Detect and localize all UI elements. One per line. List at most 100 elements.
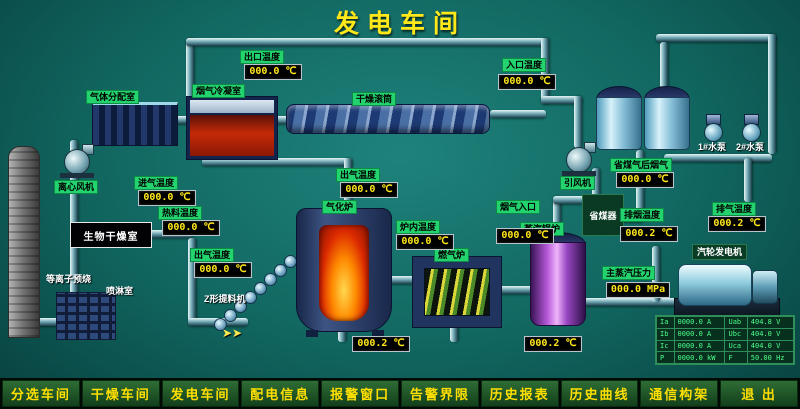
bio-drying-room-graphic: 生物干燥室 [70, 222, 152, 248]
pump-body [704, 123, 723, 142]
gen-cell: Uca [724, 339, 748, 353]
z-feeder-link [264, 273, 277, 286]
menu-button-history-curve[interactable]: 历史曲线 [560, 380, 639, 407]
outgas-left-label: 出气温度 [190, 248, 235, 262]
generator-data-table: Ia 0000.0 A Uab 404.8 V Ib 0000.0 A Ubc … [656, 316, 795, 364]
flue-gas-inlet-display: 000.0 ℃ [496, 228, 554, 244]
outgas-left-display: 000.0 ℃ [194, 262, 252, 278]
pipe-segment [186, 38, 194, 102]
menu-button-alarm-limits[interactable]: 告警界限 [400, 380, 479, 407]
menu-button-power-workshop[interactable]: 发电车间 [161, 380, 240, 407]
inlet-top-display: 000.0 ℃ [498, 74, 556, 90]
pipe-segment [174, 116, 190, 124]
z-feeder-link [224, 309, 237, 322]
gen-cell: 50.00 Hz [746, 351, 795, 364]
pipe-segment [450, 322, 458, 342]
menu-bar: 分选车间 干燥车间 发电车间 配电信息 报警窗口 告警界限 历史报表 历史曲线 … [0, 378, 800, 409]
steam-boiler-graphic [530, 242, 586, 326]
menu-button-comm-framework[interactable]: 通信构架 [640, 380, 719, 407]
pipe-segment [592, 168, 600, 198]
z-feeder-link [254, 282, 267, 295]
pump-2-icon [738, 114, 764, 142]
intake-temp-label: 进气温度 [134, 176, 179, 190]
gen-cell: 404.0 V [746, 339, 795, 353]
menu-button-power-distribution[interactable]: 配电信息 [241, 380, 320, 407]
menu-button-history-report[interactable]: 历史报表 [480, 380, 559, 407]
gen-cell: Ib [656, 327, 675, 341]
pipe-segment [490, 110, 546, 118]
pipe-segment [553, 196, 561, 240]
outlet-top-display: 000.0 ℃ [244, 64, 302, 80]
gas-furnace-flame-window [424, 268, 490, 316]
gas-distribution-label: 气体分配室 [86, 90, 140, 104]
pipe-segment [656, 34, 776, 42]
centrifugal-fan-icon [60, 144, 98, 178]
gen-cell: P [656, 351, 675, 364]
outlet-top-label: 出口温度 [240, 50, 285, 64]
main-steam-pressure-label: 主蒸汽压力 [602, 266, 656, 280]
flue-gas-outlet-display: 000.2 ℃ [620, 226, 678, 242]
water-tank-2-graphic [644, 97, 690, 150]
flue-gas-inlet-label: 烟气入口 [496, 200, 541, 214]
after-economizer-display: 000.0 ℃ [616, 172, 674, 188]
gen-cell: 0000.0 A [673, 339, 726, 353]
condenser-melt-graphic [190, 115, 274, 156]
chimney-graphic [8, 146, 40, 338]
generator-exciter-graphic [752, 270, 778, 304]
menu-button-drying-workshop[interactable]: 干燥车间 [81, 380, 160, 407]
gen-cell: F [724, 351, 748, 364]
furnace-inner-label: 炉内温度 [396, 220, 441, 234]
gen-cell: Ubc [724, 327, 748, 341]
condenser-top-band [190, 100, 274, 113]
fan-base [562, 171, 596, 176]
pipe-segment [582, 298, 678, 306]
turbine-generator-label: 汽轮发电机 [692, 244, 748, 260]
intake-temp-display: 000.0 ℃ [138, 190, 196, 206]
gen-cell: Uab [724, 316, 748, 329]
gen-cell: Ic [656, 339, 675, 353]
gasifier-graphic [296, 208, 392, 332]
pipe-segment [202, 158, 352, 166]
inlet-top-label: 入口温度 [502, 58, 547, 72]
menu-button-sorting-workshop[interactable]: 分选车间 [2, 380, 80, 407]
pipe-segment [188, 238, 196, 322]
induced-draft-fan-label: 引风机 [560, 176, 596, 190]
centrifugal-fan-label: 离心风机 [54, 180, 99, 194]
pipe-segment [652, 246, 660, 302]
pump-body [742, 123, 761, 142]
z-feeder-label: Z形提料机 [204, 294, 246, 304]
pipe-segment [186, 38, 548, 46]
main-steam-pressure-display: 000.0 MPa [606, 282, 670, 298]
drying-drum-graphic [286, 104, 490, 134]
spray-room-building-graphic [56, 292, 116, 340]
gen-cell: 404.8 V [746, 316, 795, 329]
menu-button-exit[interactable]: 退 出 [720, 380, 798, 407]
pipe-segment [660, 42, 668, 88]
pipe-segment [541, 96, 582, 104]
water-tank-1-graphic [596, 97, 642, 150]
induced-draft-fan-icon [562, 142, 600, 176]
pipe-segment [496, 286, 534, 294]
flue-condenser-graphic [186, 96, 278, 160]
hot-material-temp-display: 000.0 ℃ [162, 220, 220, 236]
spray-room-label: 喷淋室 [106, 286, 134, 296]
turbine-generator-graphic [678, 264, 752, 306]
hot-material-temp-label: 热料温度 [158, 206, 203, 220]
gasifier-leg [372, 330, 384, 337]
z-feeder-link [234, 300, 247, 313]
pipe-segment [664, 154, 772, 162]
menu-button-alarm-window[interactable]: 报警窗口 [321, 380, 399, 407]
furnace-inner-display: 000.0 ℃ [396, 234, 454, 250]
gasifier-flame-graphic [319, 225, 369, 321]
page-title: 发电车间 [333, 10, 466, 38]
plasma-unit-label: 等离子预烧 [46, 274, 92, 284]
pipe-segment [744, 158, 752, 202]
exhaust-temp-label: 排气温度 [712, 202, 757, 216]
fan-base [60, 173, 94, 178]
gen-cell: 404.0 V [746, 327, 795, 341]
pump-1-icon [700, 114, 726, 142]
gasifier-bottom-display: 000.2 ℃ [352, 336, 410, 352]
gas-distribution-graphic [92, 102, 178, 146]
pipe-segment [70, 246, 78, 296]
